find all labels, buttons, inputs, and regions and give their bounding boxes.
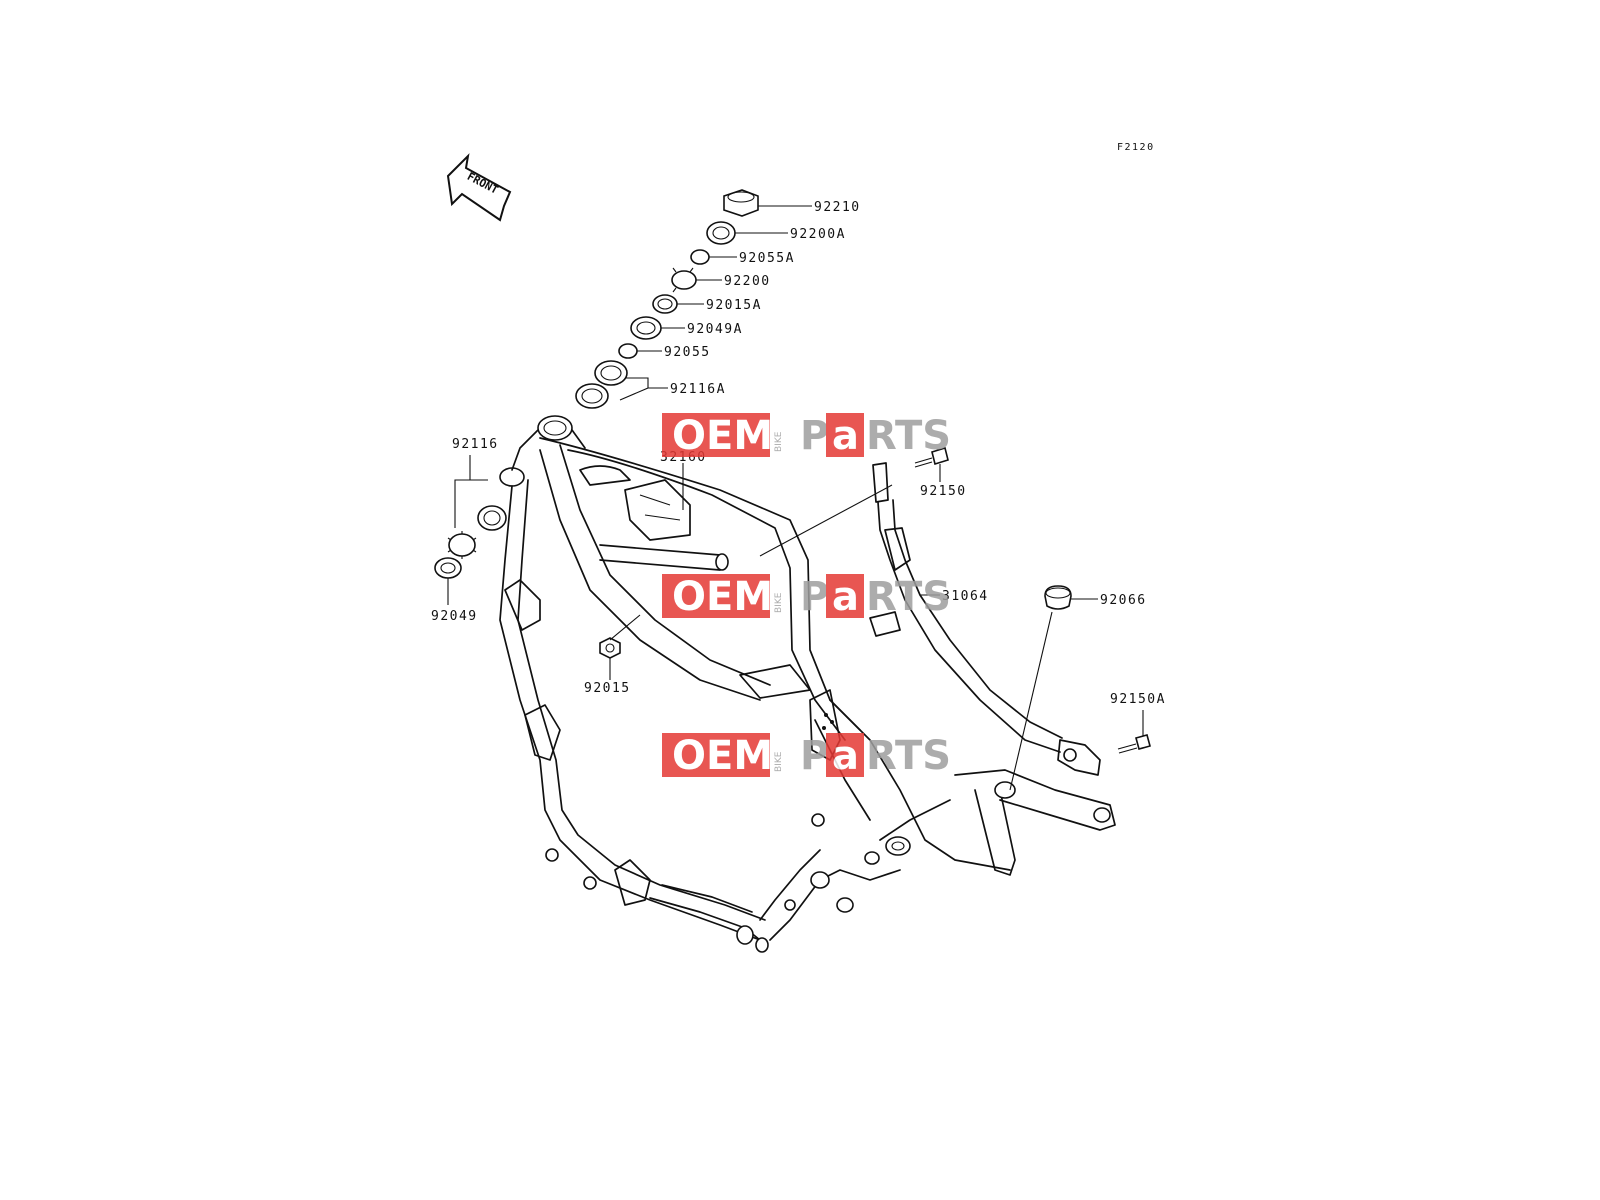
- main-frame-32160[interactable]: [499, 415, 1011, 953]
- svg-text:P: P: [800, 413, 829, 459]
- callout-92049[interactable]: 92049: [431, 609, 478, 624]
- watermark-oembikeparts-2: OEM BIKE P a RTS: [662, 574, 951, 620]
- svg-text:a: a: [832, 574, 859, 620]
- stem-locknut-92015A[interactable]: [652, 294, 678, 314]
- o-ring-92055A[interactable]: [690, 249, 710, 265]
- washer-92200A[interactable]: [706, 221, 736, 245]
- svg-text:RTS: RTS: [866, 733, 951, 779]
- lock-washer-92200[interactable]: [671, 267, 697, 293]
- callout-92015A[interactable]: 92015A: [706, 298, 762, 313]
- svg-text:RTS: RTS: [866, 413, 951, 459]
- svg-text:OEM: OEM: [672, 413, 773, 459]
- callout-92049A[interactable]: 92049A: [687, 322, 743, 337]
- bearing-92116A-upper[interactable]: [594, 360, 628, 386]
- svg-text:OEM: OEM: [672, 733, 773, 779]
- callout-92116[interactable]: 92116: [452, 437, 499, 452]
- o-ring-92055[interactable]: [618, 343, 638, 359]
- watermark-oembikeparts-1: OEM BIKE P a RTS: [662, 413, 951, 459]
- callout-92150A[interactable]: 92150A: [1110, 692, 1166, 707]
- bolt-92150A[interactable]: [1117, 734, 1151, 754]
- watermark-oembikeparts-3: OEM BIKE P a RTS: [662, 733, 951, 779]
- callout-92210[interactable]: 92210: [814, 200, 861, 215]
- diagram-code: F2120: [1117, 142, 1155, 153]
- svg-text:a: a: [832, 733, 859, 779]
- cap-92066[interactable]: [1044, 585, 1072, 610]
- svg-text:P: P: [800, 733, 829, 779]
- svg-text:BIKE: BIKE: [774, 431, 784, 452]
- callout-92066[interactable]: 92066: [1100, 593, 1147, 608]
- nut-92015[interactable]: [599, 637, 621, 659]
- svg-text:OEM: OEM: [672, 574, 773, 620]
- callout-92055[interactable]: 92055: [664, 345, 711, 360]
- bearing-92116-lower[interactable]: [447, 531, 477, 559]
- seal-92049A[interactable]: [630, 316, 662, 340]
- callout-92116A[interactable]: 92116A: [670, 382, 726, 397]
- callout-92150[interactable]: 92150: [920, 484, 967, 499]
- callout-92200[interactable]: 92200: [724, 274, 771, 289]
- callout-92200A[interactable]: 92200A: [790, 227, 846, 242]
- svg-text:a: a: [832, 413, 859, 459]
- front-arrow-icon: FRONT: [446, 153, 512, 222]
- svg-text:BIKE: BIKE: [774, 751, 784, 772]
- seal-92049[interactable]: [434, 557, 462, 579]
- bearing-92116A-lower[interactable]: [575, 383, 609, 409]
- callout-92015[interactable]: 92015: [584, 681, 631, 696]
- svg-text:RTS: RTS: [866, 574, 951, 620]
- callout-92055A[interactable]: 92055A: [739, 251, 795, 266]
- sub-frame-31064[interactable]: [869, 462, 1116, 876]
- callout-31064[interactable]: 31064: [942, 589, 989, 604]
- svg-text:P: P: [800, 574, 829, 620]
- bolt-92150[interactable]: [914, 446, 949, 468]
- stem-nut-92210[interactable]: [723, 189, 759, 217]
- bearing-92116-upper[interactable]: [477, 505, 507, 531]
- svg-text:BIKE: BIKE: [774, 592, 784, 613]
